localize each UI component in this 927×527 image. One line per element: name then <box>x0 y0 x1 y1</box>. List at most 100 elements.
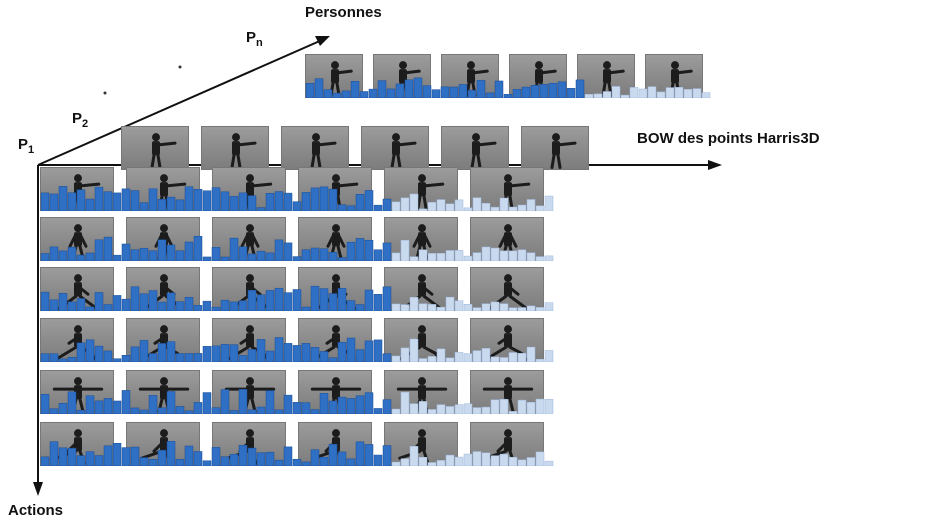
histogram-bar-icon <box>364 289 374 311</box>
histogram-bar-icon <box>157 239 167 261</box>
histogram-bar-icon <box>166 196 176 211</box>
histogram-bar-icon <box>247 289 257 311</box>
histogram-bar-icon <box>526 199 536 211</box>
histogram-bar-icon <box>292 256 302 261</box>
histogram-bar-icon <box>265 193 275 211</box>
histogram-bar-icon <box>220 256 230 261</box>
histogram-bar-icon <box>310 285 320 311</box>
histogram-bar-icon <box>454 456 464 466</box>
histogram-bar-icon <box>130 286 140 311</box>
histogram-bar-icon <box>418 208 428 211</box>
histogram-bar-icon <box>112 443 122 466</box>
histogram-bar-icon <box>332 92 342 98</box>
histogram-bar-icon <box>247 447 257 466</box>
histogram-bar-icon <box>409 256 419 261</box>
histogram-bar-icon <box>319 288 329 311</box>
histogram-bar-icon <box>112 192 122 211</box>
histogram-bar-icon <box>112 400 122 414</box>
histogram-bar-icon <box>184 241 194 261</box>
histogram-bar-icon <box>49 246 59 261</box>
histogram-bar-icon <box>454 351 464 362</box>
histogram-bar-icon <box>202 460 212 466</box>
histogram-bar-icon <box>413 77 423 98</box>
histogram-bar-icon <box>382 445 392 466</box>
histogram-bar-icon <box>544 302 554 311</box>
histogram-bar-icon <box>202 300 212 311</box>
histogram-bar-icon <box>94 186 104 211</box>
histogram-bar-icon <box>463 403 473 414</box>
histogram-bar-icon <box>319 393 329 414</box>
histogram-bar-icon <box>184 353 194 362</box>
histogram-bar-icon <box>314 78 324 98</box>
histogram-bar-icon <box>481 452 491 466</box>
histogram-bar-icon <box>535 451 545 466</box>
actions-axis-arrow-head-icon <box>33 482 43 496</box>
histogram-bar-icon <box>458 84 468 98</box>
histogram-bar-icon <box>94 345 104 362</box>
action-3-frame-5 <box>470 267 544 311</box>
histogram-bar-icon <box>467 90 477 98</box>
histogram-bar-icon <box>400 458 410 466</box>
histogram-bar-icon <box>166 341 176 362</box>
histogram-bar-icon <box>557 81 567 98</box>
histogram-bar-icon <box>526 402 536 414</box>
histogram-bar-icon <box>76 455 86 466</box>
histogram-bar-icon <box>445 250 455 261</box>
histogram-bar-icon <box>481 406 491 414</box>
action-5-frame-4 <box>384 370 458 414</box>
histogram-bar-icon <box>157 407 167 414</box>
histogram-bar-icon <box>193 305 203 311</box>
histogram-bar-icon <box>499 303 509 311</box>
histogram-bar-icon <box>76 189 86 211</box>
histogram-bar-icon <box>193 451 203 466</box>
histogram-bar-icon <box>355 304 365 311</box>
histogram-bar-icon <box>175 250 185 261</box>
ellipsis-dot-0 <box>103 91 107 95</box>
histogram-bar-icon <box>418 457 428 466</box>
histogram-bar-icon <box>220 191 230 211</box>
histogram-bar-icon <box>346 205 356 211</box>
histogram-bar-icon <box>58 447 68 466</box>
histogram-bar-icon <box>283 394 293 414</box>
histogram-bar-icon <box>193 402 203 414</box>
histogram-bar-icon <box>256 294 266 311</box>
histogram-bar-icon <box>445 357 455 362</box>
histogram-bar-icon <box>323 89 333 98</box>
histogram-bar-icon <box>400 239 410 261</box>
histogram-bar-icon <box>373 294 383 311</box>
histogram-bar-icon <box>512 89 522 98</box>
histogram-bar-icon <box>193 353 203 362</box>
histogram-bar-icon <box>499 250 509 261</box>
histogram-bar-icon <box>355 194 365 211</box>
histogram-bar-icon <box>67 356 77 362</box>
histogram-bar-icon <box>274 191 284 211</box>
histogram-bar-icon <box>463 255 473 261</box>
action-5-histogram <box>40 389 554 414</box>
histogram-bar-icon <box>130 346 140 362</box>
histogram-bar-icon <box>103 398 113 414</box>
histogram-bar-icon <box>544 399 554 414</box>
histogram-bar-icon <box>166 391 176 414</box>
histogram-bar-icon <box>391 355 401 362</box>
histogram-bar-icon <box>481 348 491 362</box>
histogram-bar-icon <box>481 203 491 211</box>
histogram-bar-icon <box>346 241 356 261</box>
histogram-bar-icon <box>409 403 419 414</box>
histogram-bar-icon <box>638 88 648 98</box>
histogram-bar-icon <box>544 255 554 261</box>
histogram-bar-icon <box>220 389 230 414</box>
histogram-bar-icon <box>350 81 360 98</box>
histogram-bar-icon <box>40 192 50 211</box>
histogram-bar-icon <box>202 256 212 261</box>
histogram-bar-icon <box>355 238 365 261</box>
histogram-bar-icon <box>76 298 86 311</box>
histogram-bar-icon <box>49 193 59 211</box>
histogram-bar-icon <box>364 340 374 362</box>
histogram-bar-icon <box>40 456 50 466</box>
frame-figure <box>416 174 445 210</box>
histogram-bar-icon <box>166 244 176 261</box>
histogram-bar-icon <box>409 338 419 362</box>
histogram-bar-icon <box>382 353 392 362</box>
histogram-bar-icon <box>404 79 414 98</box>
histogram-bar-icon <box>346 300 356 311</box>
